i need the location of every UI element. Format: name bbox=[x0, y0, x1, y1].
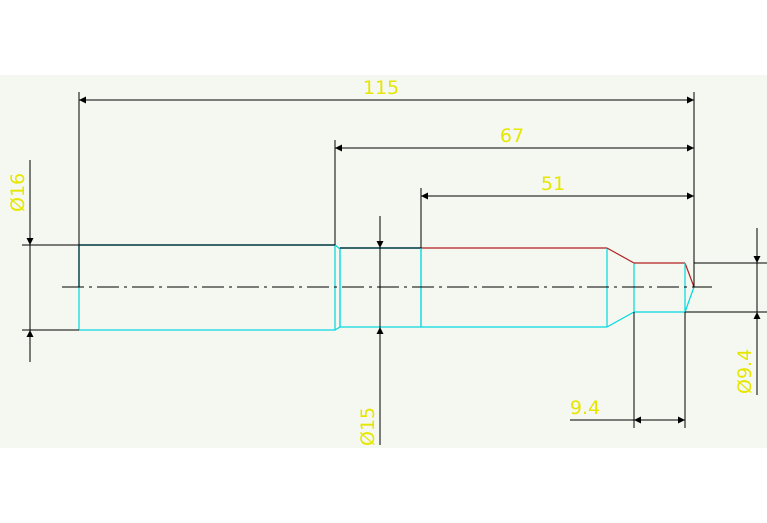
drawing-area bbox=[0, 75, 767, 448]
shaft-tip-point-bottom bbox=[684, 286, 695, 313]
dimension-text-67: 67 bbox=[500, 125, 524, 147]
shaft-taper-bottom-edge bbox=[606, 311, 635, 328]
dimension-115: 115 bbox=[78, 77, 695, 287]
dimension-text-tip-length: 9.4 bbox=[570, 397, 600, 419]
dimension-tip-length: 9.4 bbox=[570, 312, 686, 428]
dimension-diameter-16: Ø16 bbox=[7, 160, 79, 362]
shaft-tip-point-top bbox=[684, 262, 695, 288]
dimension-51: 51 bbox=[420, 173, 694, 248]
shaft-taper-top-edge bbox=[606, 247, 635, 264]
dimension-text-diameter-9-4: Ø9.4 bbox=[734, 349, 756, 394]
dimension-text-115: 115 bbox=[363, 77, 399, 99]
dimension-text-diameter-16: Ø16 bbox=[7, 173, 29, 212]
dimension-diameter-9-4: Ø9.4 bbox=[685, 228, 767, 395]
dimension-text-diameter-15: Ø15 bbox=[357, 407, 379, 446]
dimension-67: 67 bbox=[334, 125, 694, 245]
dimension-text-51: 51 bbox=[541, 173, 565, 195]
dimension-diameter-15: Ø15 bbox=[357, 216, 384, 446]
